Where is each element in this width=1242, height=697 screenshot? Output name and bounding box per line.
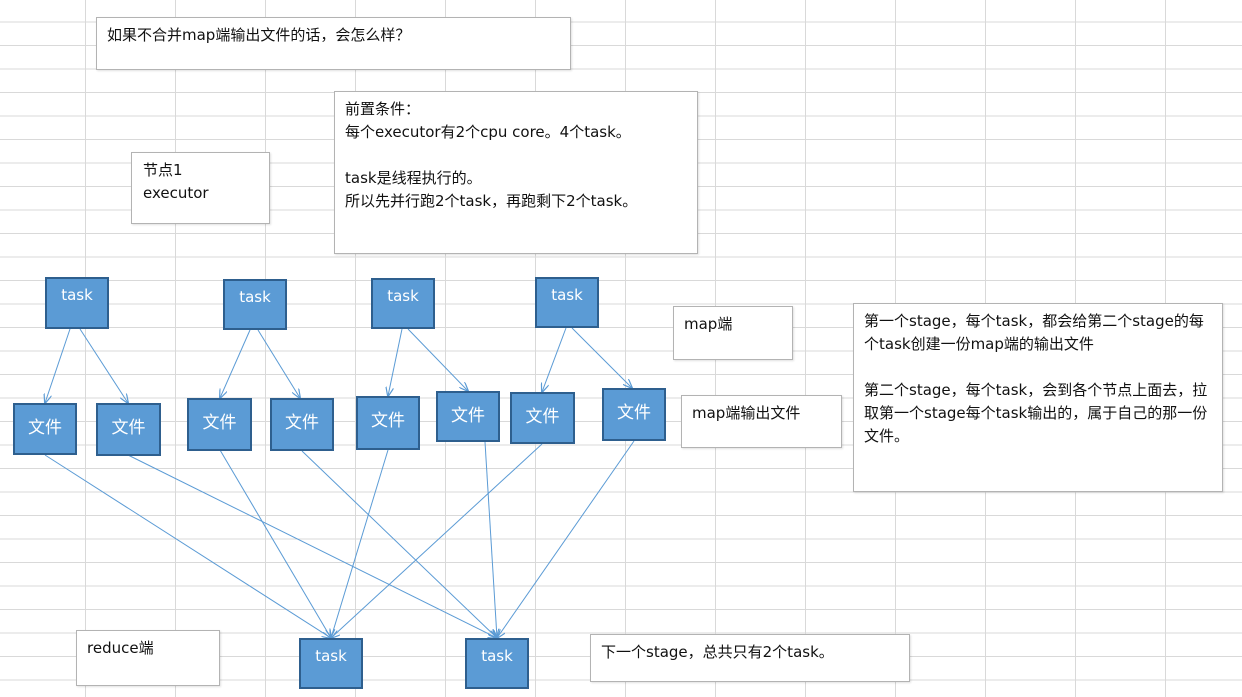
reduce-side-note: reduce端 bbox=[76, 630, 220, 686]
map-output-file-4: 文件 bbox=[270, 398, 334, 451]
map-output-file-1: 文件 bbox=[13, 403, 77, 455]
map-task-4: task bbox=[535, 277, 599, 328]
map-output-note: map端输出文件 bbox=[681, 395, 842, 448]
arrow-file8-reduce2 bbox=[497, 440, 635, 638]
map-task-3: task bbox=[371, 278, 435, 329]
arrow-task3-file5 bbox=[388, 328, 403, 396]
arrow-task1-file1 bbox=[45, 328, 71, 403]
map-output-file-2: 文件 bbox=[96, 403, 161, 456]
map-side-note: map端 bbox=[673, 306, 793, 360]
arrow-file1-reduce1 bbox=[44, 454, 331, 638]
node-executor-note: 节点1 executor bbox=[131, 152, 270, 224]
question-note: 如果不合并map端输出文件的话，会怎么样？ bbox=[96, 17, 571, 70]
map-task-2: task bbox=[223, 279, 287, 330]
map-output-file-6: 文件 bbox=[436, 391, 500, 442]
arrow-file5-reduce1 bbox=[331, 449, 389, 638]
map-output-file-8: 文件 bbox=[602, 388, 666, 441]
map-output-file-7: 文件 bbox=[510, 392, 575, 444]
map-output-file-3: 文件 bbox=[187, 398, 252, 451]
arrow-task2-file4 bbox=[257, 329, 300, 398]
arrow-task4-file7 bbox=[542, 327, 567, 392]
arrow-file7-reduce1 bbox=[331, 443, 543, 638]
arrow-file2-reduce2 bbox=[127, 454, 497, 638]
arrow-task3-file6 bbox=[407, 328, 468, 391]
map-task-1: task bbox=[45, 277, 109, 329]
precondition-note: 前置条件： 每个executor有2个cpu core。4个task。 task… bbox=[334, 91, 698, 254]
arrow-task2-file3 bbox=[220, 329, 251, 398]
stage-explanation-note: 第一个stage，每个task，都会给第二个stage的每个task创建一份ma… bbox=[853, 303, 1223, 492]
map-output-file-5: 文件 bbox=[356, 396, 420, 450]
arrow-task4-file8 bbox=[571, 327, 632, 388]
arrow-file3-reduce1 bbox=[219, 449, 331, 638]
next-stage-note: 下一个stage，总共只有2个task。 bbox=[590, 634, 910, 682]
reduce-task-1: task bbox=[299, 638, 363, 689]
arrow-task1-file2 bbox=[79, 328, 128, 403]
reduce-task-2: task bbox=[465, 638, 529, 689]
arrow-file6-reduce2 bbox=[484, 441, 497, 638]
arrow-file4-reduce2 bbox=[301, 450, 497, 638]
